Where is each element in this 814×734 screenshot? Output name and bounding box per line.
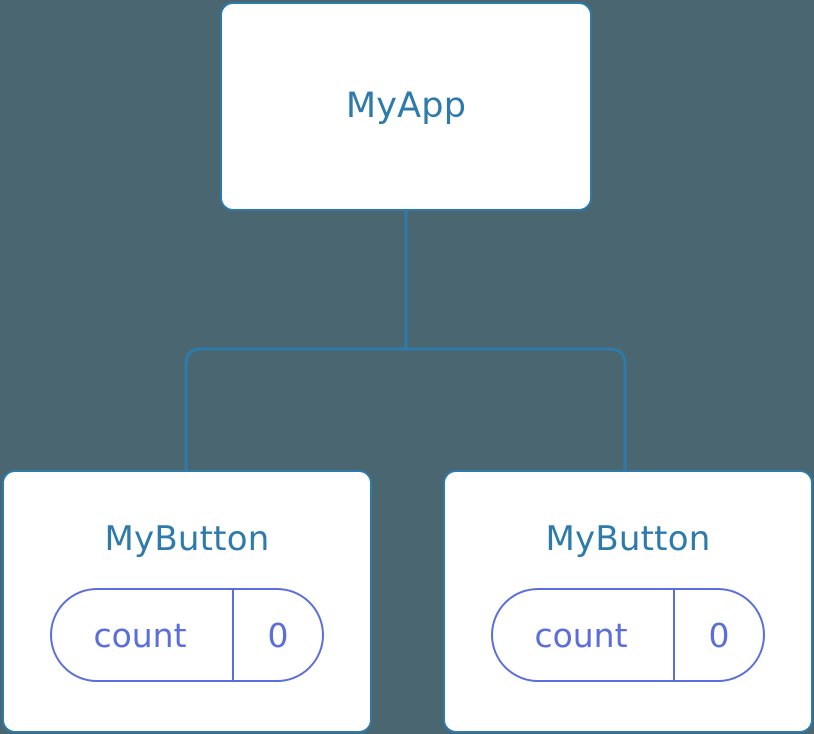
node-title: MyApp [345,86,467,126]
node-title: MyButton [545,519,711,559]
state-key: count [93,615,187,655]
tree-node-myapp[interactable]: MyApp [220,2,592,211]
edge-child-bus [184,347,627,470]
state-pill[interactable]: count 0 [491,588,765,682]
state-key: count [534,615,628,655]
tree-node-mybutton-2[interactable]: MyButton count 0 [443,470,813,733]
state-pill[interactable]: count 0 [50,588,324,682]
state-value: 0 [232,590,322,680]
tree-node-mybutton-1[interactable]: MyButton count 0 [2,470,372,733]
node-title: MyButton [104,519,270,559]
state-value: 0 [673,590,763,680]
